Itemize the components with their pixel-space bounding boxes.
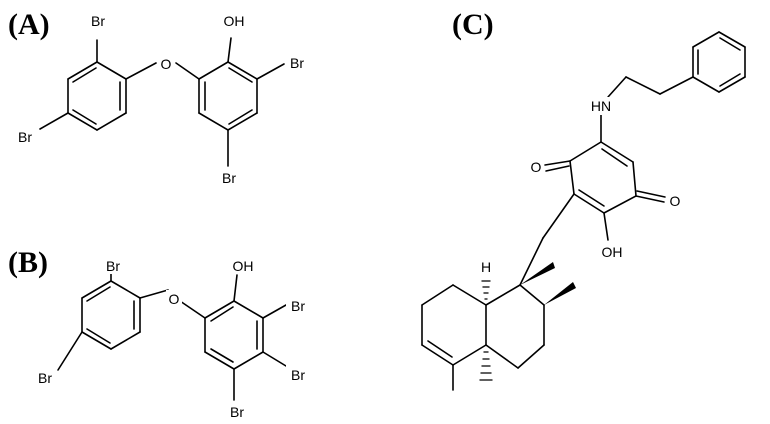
molecule-b-oh-label: OH	[233, 258, 254, 274]
molecule-b-bond-br-right2	[262, 351, 287, 367]
molecule-c-decalin-left-ring	[421, 284, 487, 366]
molecule-b-br-left-label: Br	[38, 370, 52, 386]
molecule-c: HN O O OH H (C)	[421, 8, 746, 391]
molecule-b-ether-o-label: O	[169, 291, 180, 307]
molecule-c-chain-bond-1	[659, 76, 694, 95]
panel-label-b: (B)	[8, 246, 48, 279]
molecule-c-phenyl-ring	[692, 31, 746, 93]
molecule-b-bond-br-right1	[262, 304, 287, 319]
molecule-c-o-right-label: O	[670, 193, 681, 209]
molecule-a-bond-oh	[227, 37, 232, 63]
molecule-a-br-bottom-label: Br	[222, 170, 236, 186]
molecule-b-br-right1-label: Br	[291, 298, 305, 314]
molecule-b: Br OH O Br Br Br Br (B)	[8, 246, 310, 420]
molecule-c-carbonyl-left-1	[544, 160, 571, 166]
molecule-c-decalin-right-ring	[485, 284, 545, 369]
molecule-a-br-right-label: Br	[290, 55, 304, 71]
molecule-c-chain-bond-2	[625, 76, 661, 95]
molecule-a-bond-br-right	[256, 63, 285, 80]
molecule-a-right-ring	[198, 61, 258, 131]
molecule-c-carbonyl-left-2	[545, 165, 570, 172]
molecule-b-bond-o-left	[139, 289, 169, 299]
molecule-c-wedge-methyl-right	[544, 282, 576, 305]
molecule-c-carbonyl-right-2	[636, 190, 666, 198]
molecule-b-bond-br-left	[57, 331, 83, 371]
molecule-c-o-left-label: O	[531, 159, 542, 175]
molecule-c-carbonyl-right-1	[635, 195, 665, 203]
molecule-a-left-ring	[67, 61, 127, 131]
molecule-c-oh-bond	[603, 212, 609, 241]
molecule-a-br-left-label: Br	[18, 129, 32, 145]
molecule-c-hashed-h	[481, 280, 491, 300]
molecule-b-left-ring	[81, 280, 141, 350]
molecule-c-chain-bond-3	[607, 76, 627, 98]
molecule-a-br-top-label: Br	[91, 13, 105, 29]
molecule-b-bond-o-right	[179, 300, 206, 319]
molecule-c-hashed-methyl	[479, 351, 493, 381]
molecule-c-h-label: H	[481, 259, 491, 275]
molecule-c-oh-label: OH	[602, 244, 623, 260]
molecule-b-right-ring	[204, 300, 264, 370]
molecule-a-bond-br-left	[39, 112, 69, 130]
molecule-a-oh-label: OH	[224, 13, 245, 29]
molecule-c-methylene-bond-1	[542, 193, 575, 239]
molecule-a-ether-o-label: O	[161, 56, 172, 72]
molecule-a-bond-o-right	[175, 62, 200, 80]
molecule-c-methylene-bond-2	[519, 237, 544, 286]
molecule-b-br-bottom-label: Br	[230, 404, 244, 420]
molecule-c-hn-label: HN	[591, 98, 611, 114]
molecule-c-quinone-ring	[569, 141, 637, 214]
molecule-b-br-right2-label: Br	[291, 367, 305, 383]
molecule-b-bond-oh	[233, 274, 238, 302]
panel-label-a: (A)	[8, 8, 50, 41]
molecule-a-bond-o-left	[125, 62, 157, 80]
molecule-a: Br OH O Br Br Br (A)	[8, 8, 309, 186]
panel-label-c: (C)	[452, 8, 494, 41]
molecule-b-br-top-label: Br	[106, 258, 120, 274]
molecule-c-wedge-methyl-top	[520, 262, 555, 285]
